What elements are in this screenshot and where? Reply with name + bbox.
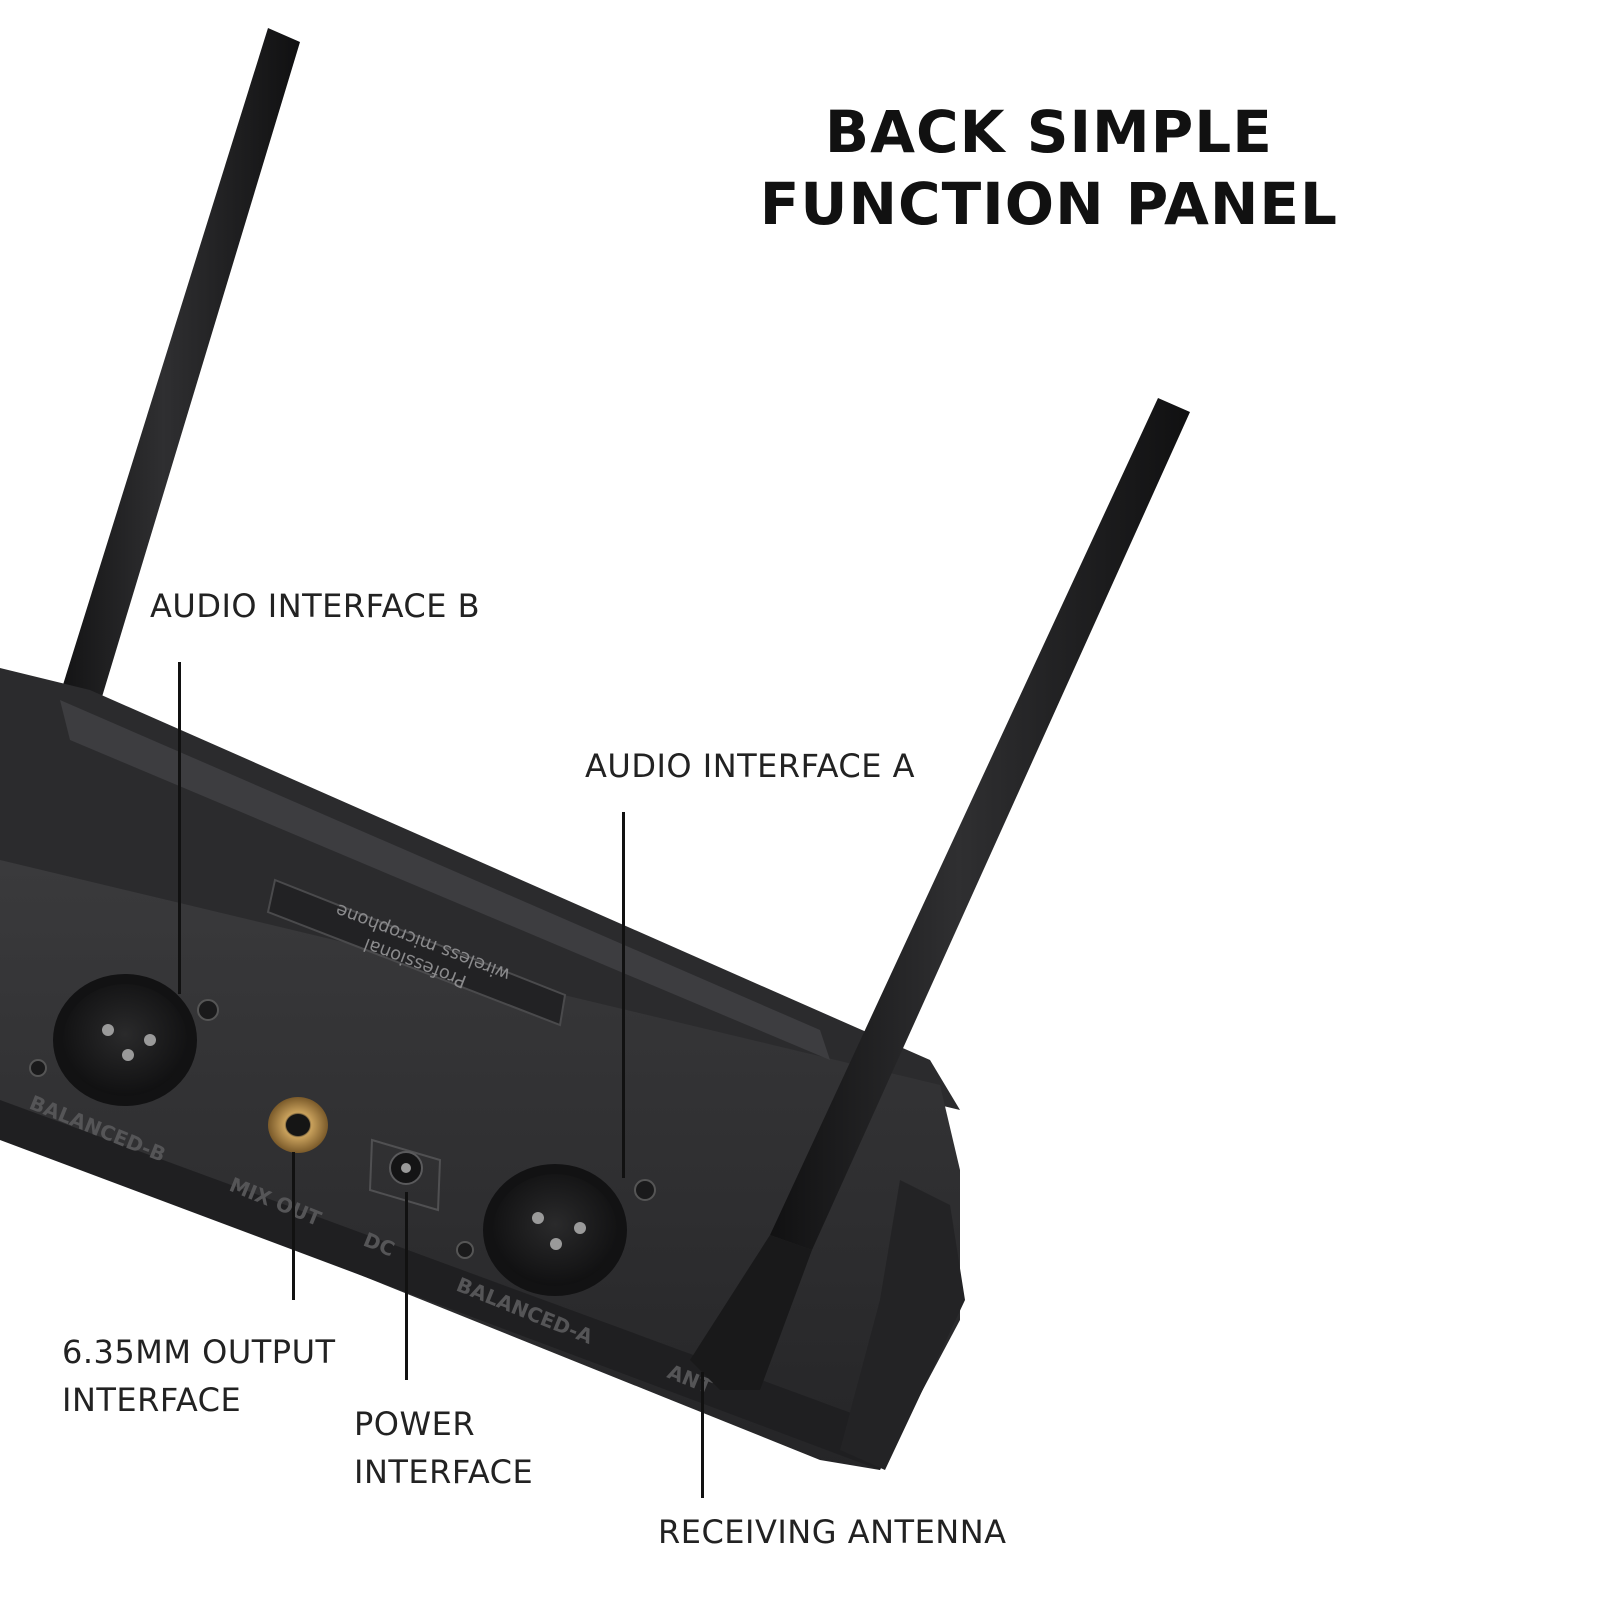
- leader-line-audio-a: [622, 812, 625, 1178]
- callout-receiving-antenna: RECEIVING ANTENNA: [658, 1508, 1007, 1556]
- dc-power-socket: [368, 1138, 442, 1212]
- leader-line-audio-b: [178, 662, 181, 994]
- headline-line-1: BACK SIMPLE: [824, 98, 1273, 166]
- leader-line-output: [292, 1152, 295, 1300]
- xlr-connector-a: [456, 1164, 656, 1296]
- callout-6-35mm-output-line-2: INTERFACE: [62, 1381, 242, 1419]
- callout-audio-interface-b: AUDIO INTERFACE B: [150, 582, 480, 630]
- jack-6-35mm-output: [268, 1097, 328, 1153]
- xlr-connector-b: [29, 974, 219, 1106]
- leader-line-antenna: [701, 1372, 704, 1498]
- antenna-right: [690, 398, 1190, 1390]
- callout-audio-interface-b-text: AUDIO INTERFACE B: [150, 587, 481, 625]
- callout-power-interface-line-1: POWER: [354, 1405, 476, 1443]
- headline-line-2: FUNCTION PANEL: [759, 170, 1338, 238]
- callout-6-35mm-output-line-1: 6.35MM OUTPUT: [62, 1333, 336, 1371]
- callout-power-interface-line-2: INTERFACE: [354, 1453, 534, 1491]
- callout-audio-interface-a: AUDIO INTERFACE A: [585, 742, 915, 790]
- callout-6-35mm-output: 6.35MM OUTPUT INTERFACE: [62, 1328, 336, 1424]
- leader-line-power: [405, 1192, 408, 1380]
- callout-receiving-antenna-text: RECEIVING ANTENNA: [658, 1513, 1007, 1551]
- callout-audio-interface-a-text: AUDIO INTERFACE A: [585, 747, 916, 785]
- callout-power-interface: POWER INTERFACE: [354, 1400, 533, 1496]
- headline: BACK SIMPLE FUNCTION PANEL: [760, 96, 1338, 240]
